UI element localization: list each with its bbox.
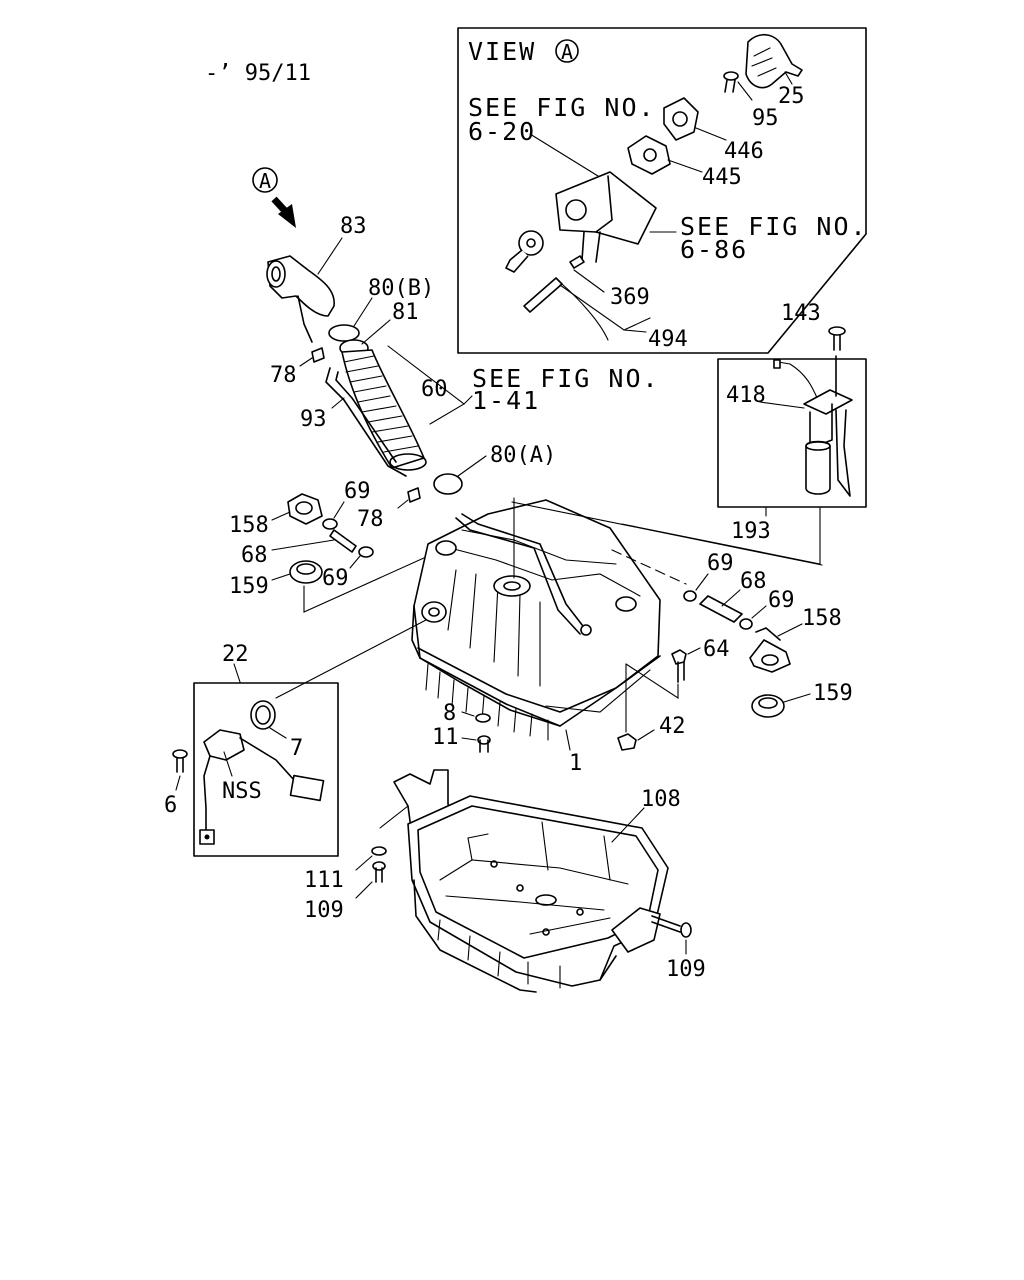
see-fig-6-20-line1: SEE FIG NO.: [468, 93, 656, 122]
part-109-bolt-right: [651, 915, 692, 938]
part-1-label: 1: [569, 751, 582, 776]
part-68-hose-left: [329, 529, 357, 553]
arrow-icon: [278, 204, 296, 228]
part-6-screw: [172, 749, 188, 773]
view-label: VIEW: [468, 37, 536, 66]
part-11-bolt: [477, 735, 491, 753]
view-a-marker-letter: A: [259, 169, 271, 193]
part-69a-label: 69: [344, 479, 371, 504]
part-60-bellows-hose: [341, 349, 427, 471]
part-109a-label: 109: [304, 898, 344, 923]
see-fig-6-86-line1: SEE FIG NO.: [680, 212, 868, 241]
part-446-gasket: [663, 97, 699, 141]
part-80b-label: 80(B): [368, 276, 434, 301]
part-7-label: 7: [290, 736, 303, 761]
part-81-label: 81: [392, 300, 419, 325]
part-60-label: 60: [421, 377, 448, 402]
part-111-label: 111: [304, 868, 344, 893]
part-158-valve-right: [749, 627, 791, 673]
part-25-label: 25: [778, 84, 805, 109]
part-64-bolt: [671, 649, 687, 683]
part-78-clip-a: [311, 347, 325, 363]
part-369-hose: [523, 255, 609, 341]
part-418-pump: [773, 355, 853, 497]
part-69-clip-b: [358, 546, 374, 558]
part-159a-label: 159: [229, 574, 269, 599]
part-158-valve-left: [287, 493, 323, 525]
part-80b-clamp: [328, 324, 360, 342]
part-69c-label: 69: [707, 551, 734, 576]
part-69d-label: 69: [768, 588, 795, 613]
view-a-marker: A: [252, 167, 296, 228]
part-22-label: 22: [222, 642, 249, 667]
part-69-clip-c: [683, 590, 697, 602]
part-80a-label: 80(A): [490, 443, 556, 468]
see-fig-1-41-line2: 1-41: [472, 386, 540, 415]
part-418-label: 418: [726, 383, 766, 408]
part-108-label: 108: [641, 787, 681, 812]
part-109-bolt-left: [372, 861, 386, 883]
see-fig-6-20-line2: 6-20: [468, 117, 536, 146]
part-108-protector: [393, 769, 669, 993]
part-369-label: 369: [610, 285, 650, 310]
part-42-label: 42: [659, 714, 686, 739]
date-code: -’ 95/11: [205, 61, 311, 86]
view-a-box: VIEW A SEE FIG NO. 6-20 SEE FIG NO. 6-86…: [457, 27, 868, 354]
part-93-breather-pipe: [325, 367, 407, 477]
part-78-clip-b: [407, 487, 421, 503]
part-143-screw: [828, 326, 846, 351]
part-83-elbow: [266, 255, 335, 343]
see-fig-1-41-line1: SEE FIG NO.: [472, 364, 660, 393]
part-22-sender-box: 22 7 NSS: [193, 642, 339, 857]
part-193-label: 193: [731, 519, 771, 544]
part-7-gasket: [250, 700, 276, 730]
part-93-label: 93: [300, 407, 327, 432]
filler-pipe-small: [505, 230, 544, 273]
right-vent-group: 69 68 69 158 159: [611, 549, 853, 718]
part-11-label: 11: [432, 725, 459, 750]
part-95-label: 95: [752, 106, 779, 131]
nss-sender-unit: [199, 729, 325, 845]
part-159b-label: 159: [813, 681, 853, 706]
part-nss-label: NSS: [222, 779, 262, 804]
part-95-screw: [723, 71, 739, 93]
part-42-nut: [617, 733, 637, 751]
part-445-label: 445: [702, 165, 742, 190]
part-445-plate: [627, 135, 671, 175]
part-111-washer: [371, 846, 387, 856]
part-8-label: 8: [443, 701, 456, 726]
part-8-washer: [475, 713, 491, 723]
part-83-label: 83: [340, 214, 367, 239]
part-158a-label: 158: [229, 513, 269, 538]
part-68b-label: 68: [740, 569, 767, 594]
part-69-clip-d: [739, 618, 753, 630]
part-69b-label: 69: [322, 566, 349, 591]
part-64-label: 64: [703, 637, 730, 662]
part-78b-label: 78: [357, 507, 384, 532]
fuel-pump-box: 143 418 193: [621, 301, 867, 565]
part-68-hose-right: [699, 595, 743, 623]
part-6-label: 6: [164, 793, 177, 818]
part-159-grommet-right: [751, 694, 785, 718]
part-159-grommet-left: [289, 560, 323, 584]
part-25-hose-shape: [745, 34, 803, 89]
part-158b-label: 158: [802, 606, 842, 631]
part-446-label: 446: [724, 139, 764, 164]
part-68a-label: 68: [241, 543, 268, 568]
view-letter: A: [561, 40, 573, 64]
filler-bracket: [555, 171, 657, 269]
left-vent-group: 158 69 68 69 159: [229, 479, 447, 613]
part-1-fuel-tank: [411, 499, 661, 741]
part-80a-clamp: [433, 473, 463, 495]
part-78a-label: 78: [270, 363, 297, 388]
part-109b-label: 109: [666, 957, 706, 982]
see-fig-6-86-line2: 6-86: [680, 235, 748, 264]
filler-neck-assembly: 83 80(B) 81 60 93 78 SEE FIG NO. 1-41: [266, 214, 660, 532]
part-69-clip-a: [322, 518, 338, 530]
part-143-label: 143: [781, 301, 821, 326]
part-494-label: 494: [648, 327, 688, 352]
